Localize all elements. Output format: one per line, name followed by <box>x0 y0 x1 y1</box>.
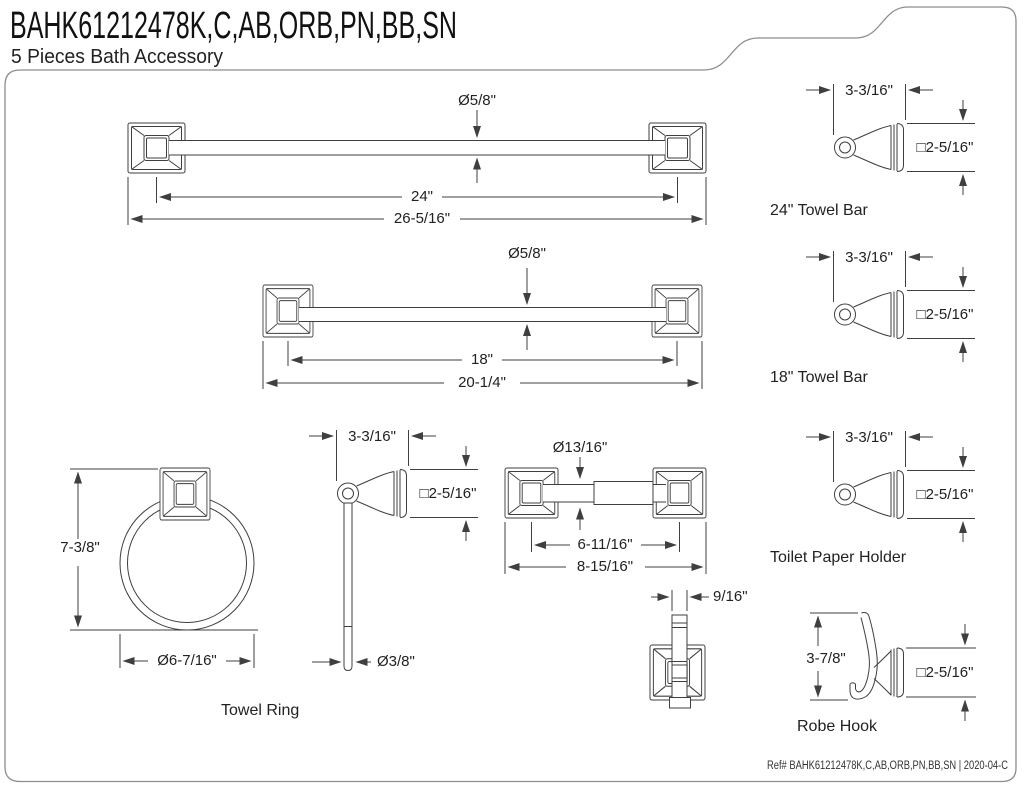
dim-bar24-projection: 3-3/16" <box>845 82 893 99</box>
dim-bar24-base: □2-5/16" <box>917 139 974 156</box>
towel-bar-24-front-view <box>127 110 707 225</box>
label-toilet-paper-holder: Toilet Paper Holder <box>770 549 907 566</box>
dim-ring-base: □2-5/16" <box>420 485 477 502</box>
reference-number: Ref# BAHK61212478K,C,AB,ORB,PN,BB,SN | 2… <box>767 760 1008 772</box>
page-subtitle: 5 Pieces Bath Accessory <box>11 46 223 68</box>
towel-bar-18-side-view: 3-3/16" □2-5/16" 18" Towel Bar <box>770 249 975 386</box>
dim-tp-base: □2-5/16" <box>917 486 974 503</box>
dim-bar18-diameter: Ø5/8" <box>508 245 546 262</box>
label-towel-bar-24: 24" Towel Bar <box>770 202 869 219</box>
dim-bar24-diameter: Ø5/8" <box>458 92 496 109</box>
dim-bar18-projection: 3-3/16" <box>845 249 893 266</box>
robe-hook-front-view <box>649 590 709 709</box>
dim-hook-width: 9/16" <box>713 588 748 605</box>
robe-hook-side-view <box>810 612 976 721</box>
label-towel-ring: Towel Ring <box>221 702 299 719</box>
dim-bar24-overall: 26-5/16" <box>394 210 450 227</box>
toilet-paper-holder-front-view <box>504 457 707 574</box>
dim-hook-base: □2-5/16" <box>917 664 974 681</box>
dim-ring-projection: 3-3/16" <box>348 428 396 445</box>
towel-ring-front-view <box>70 467 258 668</box>
dim-bar18-center-to-center: 18" <box>471 351 493 368</box>
dim-ring-diameter: Ø6-7/16" <box>157 652 217 669</box>
towel-ring-side-view <box>309 430 478 672</box>
label-towel-bar-18: 18" Towel Bar <box>770 369 869 386</box>
dim-tp-center-to-center: 6-11/16" <box>577 536 632 553</box>
dim-bar24-center-to-center: 24" <box>411 188 433 205</box>
sheet-border <box>4 6 1017 783</box>
dim-bar18-overall: 20-1/4" <box>458 374 506 391</box>
dim-ring-bar-diameter: Ø3/8" <box>377 653 415 670</box>
page-title: BAHK61212478K,C,AB,ORB,PN,BB,SN <box>10 5 457 47</box>
dim-hook-height: 3-7/8" <box>806 650 846 667</box>
dim-tp-overall: 8-15/16" <box>577 558 633 575</box>
dim-tp-projection: 3-3/16" <box>845 429 893 446</box>
towel-bar-18-front-view <box>262 268 703 389</box>
dim-tp-roller-diameter: Ø13/16" <box>553 439 608 456</box>
toilet-paper-holder-side-view: 3-3/16" □2-5/16" Toilet Paper Holder <box>770 429 975 566</box>
label-robe-hook: Robe Hook <box>797 718 878 735</box>
towel-bar-24-side-view: 3-3/16" □2-5/16" 24" Towel Bar <box>770 82 975 219</box>
dim-ring-height: 7-3/8" <box>60 539 100 556</box>
dim-bar18-base: □2-5/16" <box>917 306 974 323</box>
